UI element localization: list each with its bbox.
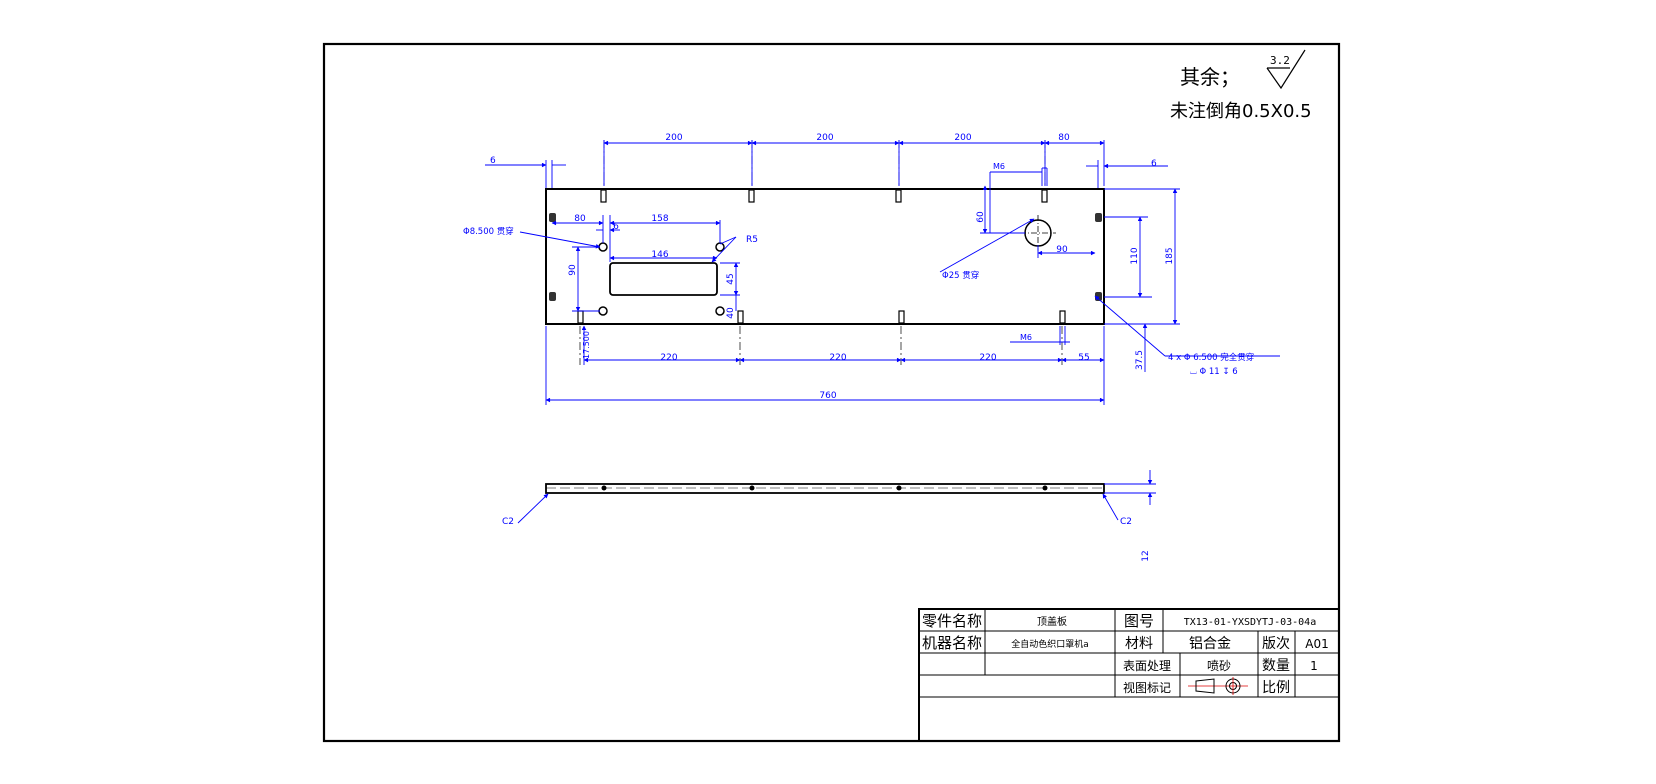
surface-value: 喷砂 (1207, 659, 1231, 673)
view-mark-label: 视图标记 (1123, 680, 1171, 695)
chamfer-c2-right: C2 (1120, 517, 1132, 527)
dim-r5: R5 (746, 235, 758, 245)
hole-8-5-label: Φ8.500 贯穿 (463, 226, 514, 237)
version-value: A01 (1305, 637, 1328, 651)
dim-37-5: 37.5 (1135, 350, 1145, 370)
dim-17-5: 17.500 (582, 331, 591, 359)
machine-name-label: 机器名称 (922, 634, 982, 652)
dim-185: 185 (1165, 247, 1175, 264)
drawing-no-label: 图号 (1124, 612, 1154, 630)
dim-146: 146 (651, 250, 668, 260)
dim-m6-top: M6 (993, 162, 1005, 171)
dim-m6-bottom: M6 (1020, 333, 1032, 342)
corner-holes (549, 213, 1102, 301)
side-plate (545, 483, 1105, 494)
hole-callout-2: ⌴ Φ 11 ↧ 6 (1190, 367, 1238, 377)
drawing-frame (322, 42, 1341, 743)
drawing-no-value: TX13-01-YXSDYTJ-03-04a (1184, 617, 1316, 628)
machine-name-value: 全自动色织口罩机a (1011, 638, 1089, 650)
hole-small (715, 242, 725, 252)
dimensions (485, 140, 1280, 405)
chamfer-c2-left: C2 (502, 517, 514, 527)
dim-200-b: 200 (816, 133, 833, 143)
dim-6-left: 6 (490, 156, 496, 166)
hole-8-5 (598, 242, 608, 252)
hole-callout-1: 4 x Φ 6.500 完全贯穿 (1168, 352, 1254, 363)
tapped-holes-top (600, 189, 1048, 203)
dim-760: 760 (819, 391, 836, 401)
slot-cutout (609, 262, 718, 296)
dim-40: 40 (726, 307, 736, 319)
dim-80-left: 80 (574, 214, 586, 224)
dim-6-right: 6 (1151, 159, 1157, 169)
dim-200-a: 200 (665, 133, 682, 143)
dim-12: 12 (1141, 550, 1151, 561)
hole-25-label: Φ25 贯穿 (942, 270, 979, 281)
dim-220-a: 220 (660, 353, 677, 363)
dim-220-c: 220 (979, 353, 996, 363)
dimension-texts: 200 200 200 80 6 6 M6 60 90 110 185 80 6… (463, 133, 1254, 562)
scale-label: 比例 (1262, 680, 1290, 696)
plate-outline (545, 188, 1105, 325)
part-name-label: 零件名称 (922, 612, 982, 630)
hole-small (715, 306, 725, 316)
part-name-value: 顶盖板 (1037, 615, 1067, 628)
hole-small (598, 306, 608, 316)
dim-90-left: 90 (568, 264, 578, 276)
dim-60: 60 (976, 211, 986, 223)
roughness-value: 3.2 (1270, 54, 1290, 67)
material-label: 材料 (1125, 636, 1153, 652)
dim-90-right: 90 (1056, 245, 1068, 255)
dim-200-c: 200 (954, 133, 971, 143)
dim-55: 55 (1078, 353, 1089, 363)
quantity-label: 数量 (1262, 658, 1290, 674)
dim-220-b: 220 (829, 353, 846, 363)
dim-158: 158 (651, 214, 668, 224)
tapped-holes-bottom (577, 310, 1066, 324)
roughness-prefix: 其余； (1180, 65, 1240, 89)
side-view (517, 470, 1156, 524)
title-block-text: 零件名称 顶盖板 图号 TX13-01-YXSDYTJ-03-04a 机器名称 … (922, 612, 1329, 696)
quantity-value: 1 (1310, 659, 1318, 673)
dim-80: 80 (1058, 133, 1070, 143)
material-value: 铝合金 (1189, 636, 1231, 652)
dim-110: 110 (1130, 247, 1140, 264)
dim-6-small: 6 (613, 222, 619, 232)
dim-45: 45 (726, 273, 736, 284)
title-block (918, 608, 1340, 742)
projection-symbol-icon (1188, 677, 1248, 695)
top-view (545, 140, 1105, 365)
surface-label: 表面处理 (1123, 659, 1171, 673)
version-label: 版次 (1262, 636, 1290, 652)
roughness-symbol (1266, 49, 1306, 90)
chamfer-note: 未注倒角0.5X0.5 (1170, 101, 1312, 122)
